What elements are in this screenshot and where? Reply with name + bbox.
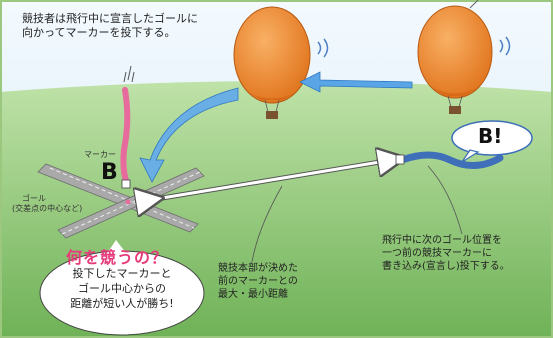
balloon-right (417, 0, 511, 114)
balloon-left (233, 6, 329, 119)
answer-line-2: ゴール中心からの (78, 282, 166, 295)
declare-note-line-3: 書き込み(宣言し)投下する。 (382, 261, 510, 272)
distance-note-line-3: 最大・最小距離 (218, 289, 288, 300)
declare-note: 飛行中に次のゴール位置を 一つ前の競技マーカーに 書き込み(宣言し)投下する。 (382, 234, 510, 273)
distance-note-line-1: 競技本部が決めた (218, 263, 298, 274)
distance-pointer (251, 185, 283, 263)
speech-text: B! (478, 124, 503, 148)
question-title: 何を競うの？ (66, 248, 169, 267)
falling-marker (120, 65, 135, 189)
answer-bubble (39, 240, 205, 336)
declare-note-line-1: 飛行中に次のゴール位置を (382, 235, 502, 246)
marker-label: マーカー (84, 150, 116, 159)
goal-label-main: ゴール (22, 194, 46, 203)
top-note-line-1: 競技者は飛行中に宣言したゴールに (22, 12, 198, 25)
answer-line-3: 距離が短い人が勝ち! (70, 297, 174, 310)
answer-text: 投下したマーカーと ゴール中心からの 距離が短い人が勝ち! (50, 266, 194, 311)
distance-note: 競技本部が決めた 前のマーカーとの 最大・最小距離 (218, 262, 298, 301)
declare-note-line-2: 一つ前の競技マーカーに (382, 248, 492, 259)
speech-bubble (451, 120, 533, 163)
marker-letter: B (101, 160, 118, 185)
goal-label-sub: (交差点の中心など) (12, 204, 83, 213)
next-marker (398, 151, 504, 169)
answer-line-1: 投下したマーカーと (72, 267, 172, 280)
distance-note-line-2: 前のマーカーとの (218, 276, 298, 287)
top-note-line-2: 向かってマーカーを投下する。 (22, 26, 176, 39)
goal-label: ゴール (交差点の中心など) (12, 194, 82, 214)
top-note: 競技者は飛行中に宣言したゴールに 向かってマーカーを投下する。 (22, 12, 198, 40)
declare-pointer (427, 165, 463, 235)
flight-arrow (299, 71, 413, 93)
